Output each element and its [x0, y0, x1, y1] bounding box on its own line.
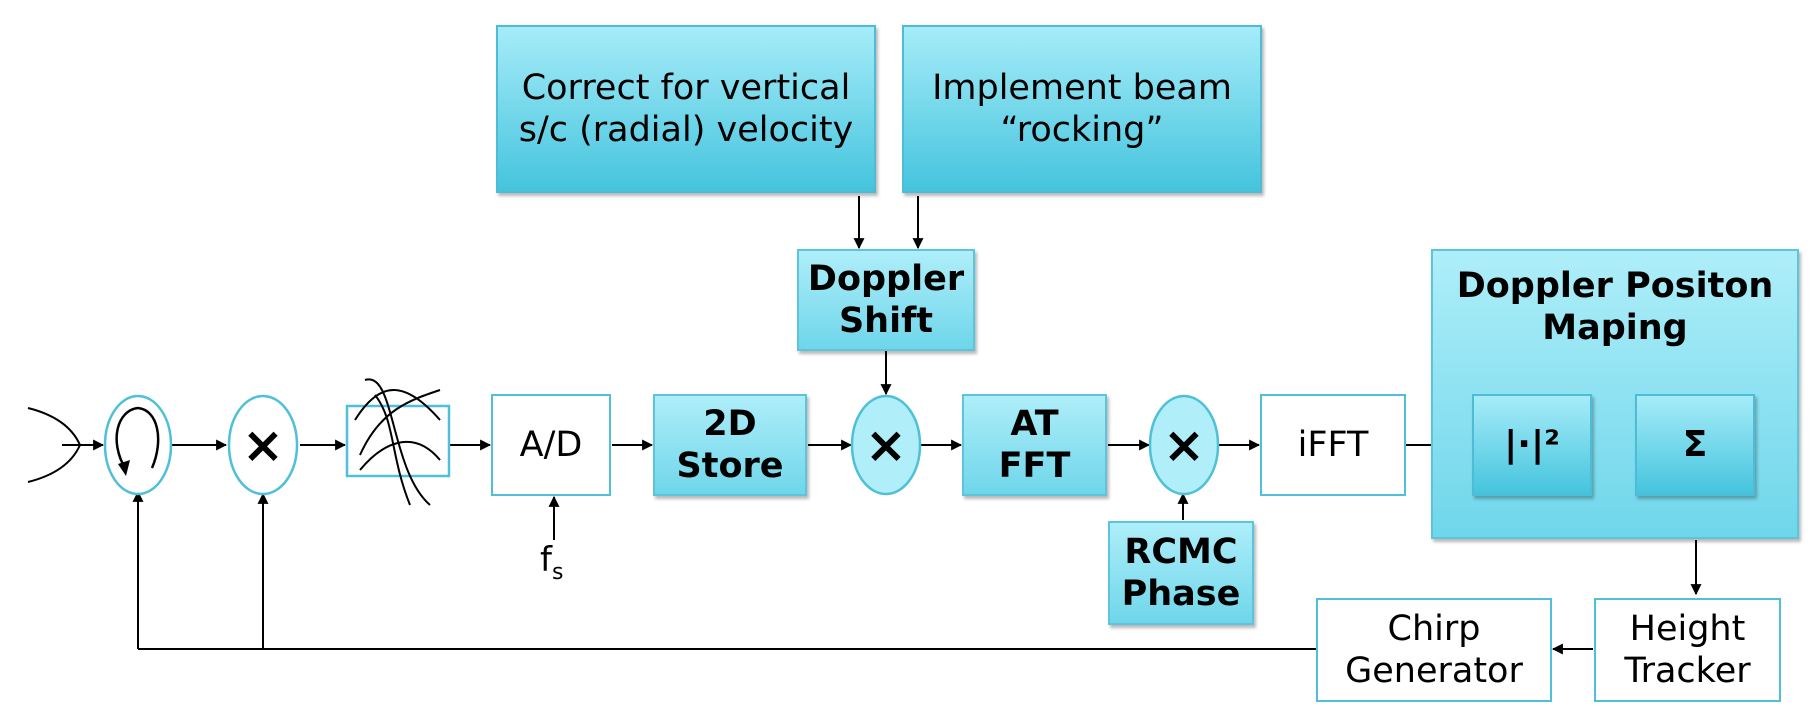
magnitude-block: |·|²	[1472, 394, 1592, 496]
magnitude-label: |·|²	[1504, 424, 1560, 466]
multiply-icon-3: ×	[1150, 405, 1218, 485]
multiply-symbol-1: ×	[242, 416, 284, 474]
chirp-generator-line1: Chirp	[1387, 609, 1481, 649]
beam-rocking-line1: Implement beam	[932, 68, 1232, 108]
mixer-node-2	[850, 394, 922, 496]
ad-block: A/D	[491, 394, 611, 496]
rcmc-phase-line2: Phase	[1121, 574, 1241, 614]
filter-bank-icon	[354, 378, 441, 506]
chirp-generator-block: Chirp Generator	[1316, 598, 1552, 702]
store-2d-line2: Store	[676, 446, 784, 486]
doppler-shift-line1: Doppler	[807, 259, 965, 299]
height-tracker-line2: Tracker	[1624, 651, 1751, 691]
doppler-shift-line2: Shift	[838, 301, 934, 341]
doppler-mapping-line1: Doppler Positon	[1456, 266, 1774, 306]
rcmc-phase-block: RCMC Phase	[1108, 521, 1254, 625]
at-fft-block: AT FFT	[962, 394, 1107, 496]
sum-block: Σ	[1635, 394, 1755, 496]
height-tracker-block: Height Tracker	[1594, 598, 1781, 702]
vertical-velocity-line1: Correct for vertical	[521, 68, 851, 108]
multiply-symbol-3: ×	[1163, 416, 1205, 474]
multiply-icon-2: ×	[852, 405, 920, 485]
at-fft-line1: AT	[1010, 404, 1059, 444]
sampling-frequency-label: fs	[540, 540, 563, 585]
fs-sub: s	[551, 559, 564, 585]
doppler-shift-block: Doppler Shift	[797, 249, 975, 351]
mixer-node-3	[1148, 394, 1220, 496]
beam-rocking-block: Implement beam “rocking”	[902, 25, 1262, 193]
multiply-icon-1: ×	[229, 405, 297, 485]
ifft-label: iFFT	[1297, 425, 1369, 465]
vertical-velocity-block: Correct for vertical s/c (radial) veloci…	[496, 25, 876, 193]
fs-main: f	[540, 540, 552, 580]
store-2d-line1: 2D	[703, 404, 757, 444]
doppler-mapping-line2: Maping	[1542, 308, 1688, 348]
rcmc-phase-line1: RCMC	[1124, 532, 1238, 572]
circulator-node	[103, 394, 173, 496]
at-fft-line2: FFT	[998, 446, 1071, 486]
circulator-arrow-icon	[115, 406, 160, 471]
ad-label: A/D	[519, 425, 583, 465]
store-2d-block: 2D Store	[653, 394, 807, 496]
beam-rocking-line2: “rocking”	[1000, 110, 1164, 150]
vertical-velocity-line2: s/c (radial) velocity	[518, 110, 854, 150]
ifft-block: iFFT	[1260, 394, 1406, 496]
multiply-symbol-2: ×	[865, 416, 907, 474]
chirp-generator-line2: Generator	[1345, 651, 1523, 691]
sum-label: Σ	[1682, 424, 1708, 466]
mixer-node-1	[227, 394, 299, 496]
height-tracker-line1: Height	[1629, 609, 1746, 649]
